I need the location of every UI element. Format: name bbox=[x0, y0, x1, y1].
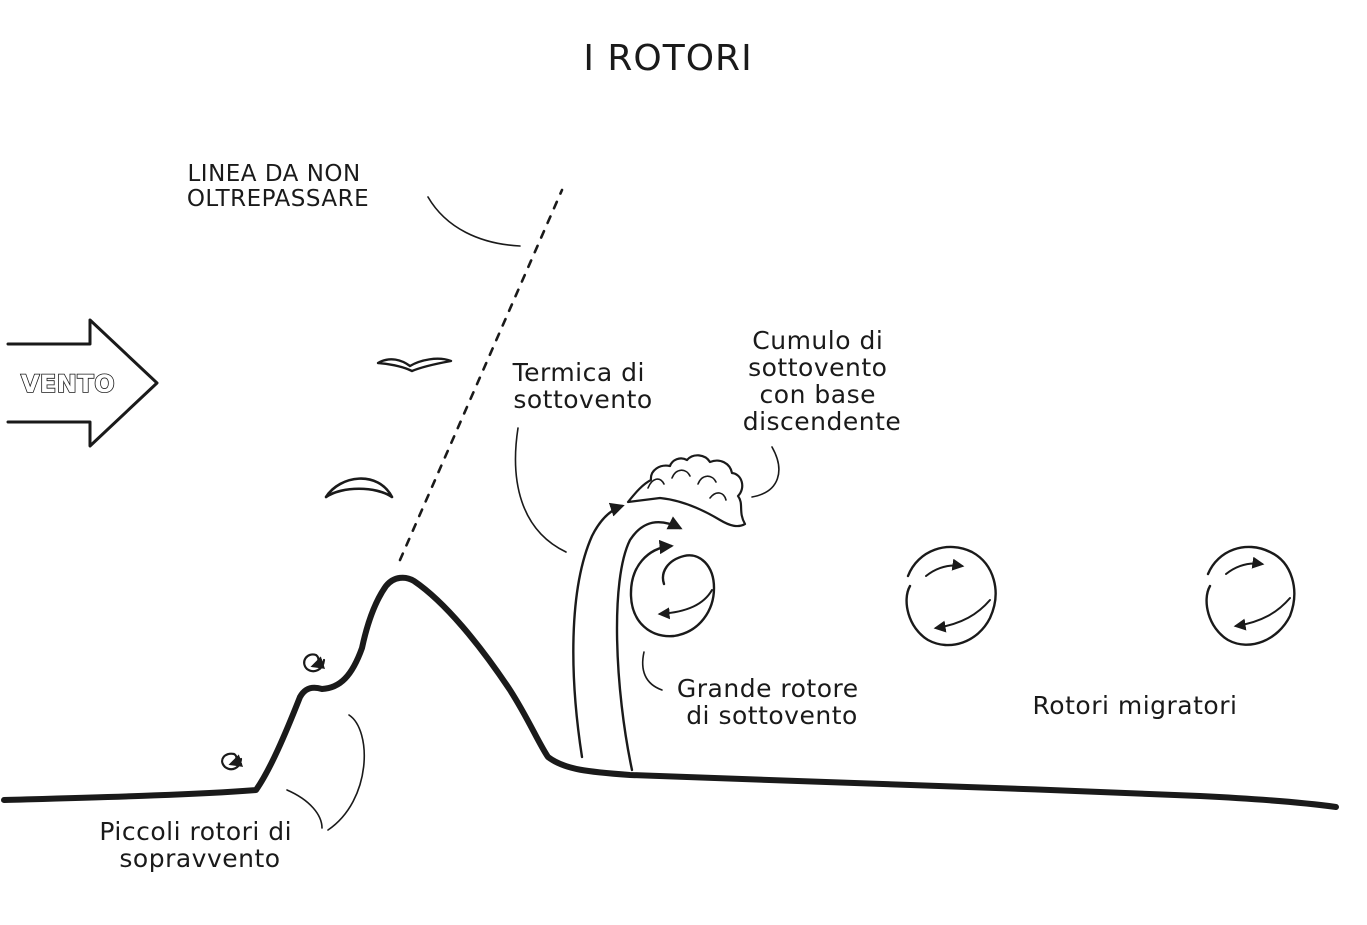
thermal-label: Termica di sottovento bbox=[512, 358, 654, 414]
big-rotor-leader bbox=[641, 651, 663, 691]
small-rotors-leader bbox=[327, 714, 365, 831]
big-rotor-label: Grande rotore di sottovento bbox=[677, 674, 867, 730]
lee-thermal-line bbox=[615, 516, 683, 772]
cloud-detail bbox=[709, 492, 727, 501]
cloud-detail bbox=[671, 469, 691, 479]
cumulus-leader bbox=[751, 446, 780, 498]
paraglider-icon bbox=[324, 477, 394, 499]
cloud-detail bbox=[697, 475, 717, 485]
thermal-leader bbox=[514, 427, 567, 553]
small-rotors-leader bbox=[286, 789, 323, 829]
lee-cumulus-cloud bbox=[626, 454, 747, 528]
small-rotor-icon bbox=[221, 752, 244, 771]
glider-icon bbox=[376, 357, 453, 373]
limit-line-leader bbox=[427, 196, 521, 247]
small-rotors-label: Piccoli rotori di sopravvento bbox=[99, 817, 300, 873]
terrain-ridge bbox=[1, 574, 1339, 810]
limit-line-label: LINEA DA NON OLTREPASSARE bbox=[187, 161, 369, 212]
small-rotor-icon bbox=[303, 653, 326, 673]
big-rotor-swirl-arrow bbox=[657, 589, 713, 620]
wind-arrow: VENTO bbox=[6, 318, 159, 448]
lee-thermal-line bbox=[572, 502, 625, 759]
cumulus-label: Cumulo di sottovento con base discendent… bbox=[743, 326, 902, 436]
cloud-detail bbox=[647, 478, 665, 489]
migrating-rotor-icon bbox=[1205, 545, 1296, 646]
migrating-rotor-icon bbox=[905, 545, 997, 647]
big-rotor-swirl bbox=[629, 539, 716, 638]
limit-dashed-line bbox=[398, 188, 564, 562]
diagram-title: I ROTORI bbox=[583, 38, 752, 79]
wind-label: VENTO bbox=[21, 370, 115, 398]
migrating-rotors-label: Rotori migratori bbox=[1033, 691, 1238, 720]
